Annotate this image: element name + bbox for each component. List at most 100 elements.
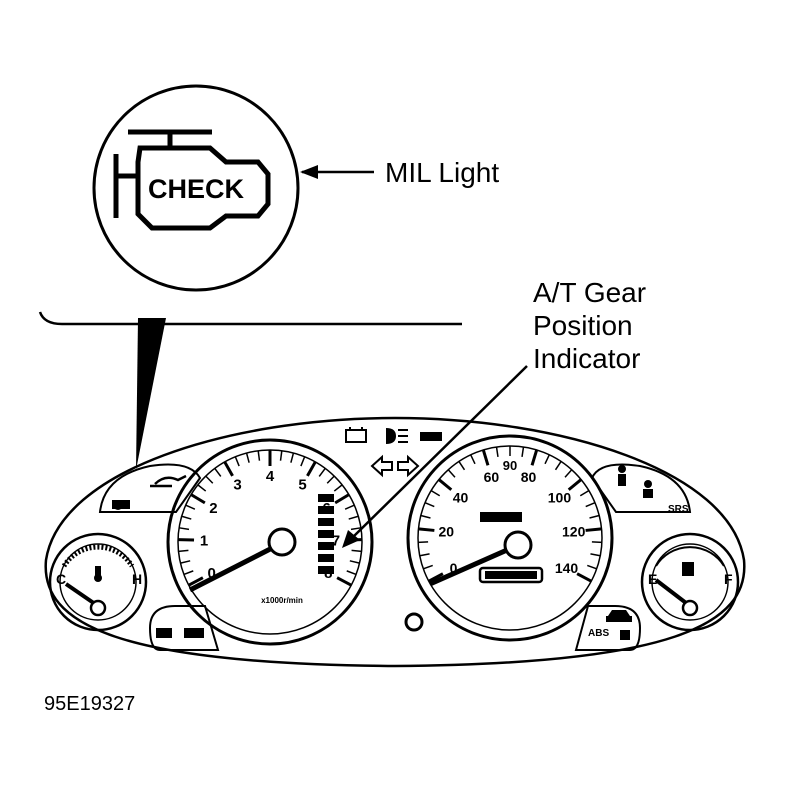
brake-warning-icon — [420, 432, 442, 441]
gauge-tick — [185, 504, 196, 510]
fuel-needle — [654, 578, 692, 608]
temp-high-label: H — [132, 571, 142, 587]
odometer-display — [478, 566, 544, 584]
fuel-low-label: E — [648, 571, 657, 587]
gauge-tick — [197, 484, 207, 492]
gauge-tick — [300, 456, 306, 467]
gauge-tick — [458, 461, 466, 471]
top-warning-panel — [345, 427, 442, 478]
headlight-icon — [386, 428, 408, 444]
thermometer-icon — [94, 566, 102, 582]
speed-top-label: 90 — [503, 458, 517, 473]
turn-left-icon — [370, 454, 393, 478]
gauge-tick-label: 0 — [208, 565, 216, 582]
gauge-tick — [430, 489, 441, 497]
temp-gauge: C H — [48, 532, 148, 632]
kmh-band — [480, 512, 522, 522]
seatbelt-icon — [618, 465, 626, 486]
at-gear-label-line2: Position — [533, 310, 633, 341]
at-gear-label-line3: Indicator — [533, 343, 640, 374]
mil-light-label: MIL Light — [385, 157, 499, 188]
gauge-tick — [344, 504, 355, 510]
gauge-tick-label: 4 — [266, 468, 275, 485]
gauge-tick-label: 1 — [200, 532, 208, 549]
figure-id: 95E19327 — [44, 693, 135, 715]
speed-tick-marks — [418, 446, 602, 583]
gauge-tick — [447, 469, 456, 478]
gauge-tick — [418, 527, 435, 532]
dashboard-line — [38, 311, 462, 326]
gauge-tick — [576, 572, 592, 583]
gauge-tick-label: 40 — [453, 489, 469, 505]
gauge-tick — [495, 446, 499, 457]
gauge-tick — [587, 564, 597, 570]
gauge-tick-label: 0 — [450, 560, 458, 576]
warning-icon-right — [184, 628, 204, 638]
gauge-tick — [181, 515, 192, 520]
fuel-gauge: E F — [640, 532, 740, 632]
battery-icon — [345, 427, 367, 443]
abs-indicator: ABS — [588, 628, 609, 639]
car-icon — [606, 610, 632, 622]
gauge-tick — [585, 501, 596, 508]
cluster: SRS ABS — [44, 416, 746, 668]
gauge-tick — [579, 489, 590, 497]
mil-magnifier: CHECK — [92, 84, 300, 292]
gauge-tick — [428, 572, 444, 583]
at-gear-callout: A/T Gear Position Indicator — [342, 277, 646, 548]
gauge-tick-label: 120 — [562, 524, 586, 540]
gauge-tick — [350, 527, 362, 531]
gauge-tick — [190, 493, 206, 505]
door-ajar-icon — [643, 480, 653, 498]
tach-unit-label: x1000r/min — [261, 596, 303, 605]
gauge-tick-label: 80 — [521, 469, 537, 485]
fuel-pump-gauge-icon — [682, 562, 694, 576]
fuel-high-label: F — [724, 571, 733, 587]
gauge-tick — [346, 570, 357, 576]
gauge-tick — [214, 467, 222, 477]
gauge-tick-label: 2 — [209, 500, 217, 517]
gauge-tick — [521, 446, 525, 457]
gauge-tick — [178, 549, 189, 553]
brake-icon — [620, 630, 630, 640]
speed-tick-labels: 0 20 40 60 80 100 120 140 — [439, 469, 586, 576]
at-gear-position-indicator — [318, 494, 334, 574]
gauge-tick — [333, 484, 343, 492]
gauge-tick — [351, 549, 362, 553]
temp-low-label: C — [56, 571, 66, 587]
gauge-tick — [470, 454, 476, 465]
gauge-tick — [567, 478, 583, 491]
speed-needle — [428, 543, 518, 587]
check-engine-label: CHECK — [148, 174, 245, 204]
gauge-tick — [223, 461, 234, 477]
gauge-tick — [349, 560, 360, 564]
mil-callout: MIL Light — [300, 157, 499, 188]
gauge-tick — [481, 449, 490, 466]
gauge-tick — [590, 553, 601, 557]
gauge-tick-label: 60 — [484, 469, 500, 485]
gauge-tick — [306, 461, 317, 477]
gauge-tick — [423, 564, 433, 570]
gauge-tick — [257, 450, 261, 461]
gauge-tick — [188, 576, 204, 587]
gauge-tick — [183, 570, 194, 576]
gauge-tick-label: 7 — [332, 532, 340, 549]
gauge-tick — [530, 449, 539, 466]
gauge-tick — [178, 527, 190, 531]
gauge-tick — [437, 478, 453, 491]
gauge-tick-label: 140 — [555, 560, 579, 576]
gauge-tick — [180, 560, 191, 564]
magnifier-pointer — [136, 318, 166, 470]
gauge-tick — [589, 514, 600, 519]
speedometer: 0 20 40 60 80 100 120 140 90 — [406, 434, 614, 642]
turn-right-icon — [397, 454, 420, 478]
gauge-tick-label: 20 — [439, 524, 455, 540]
gauge-tick — [424, 501, 435, 508]
gauge-tick — [564, 469, 573, 478]
at-gear-label-line1: A/T Gear — [533, 277, 646, 308]
gauge-tick — [205, 475, 214, 484]
tachometer: 012345678 x1000r/min — [166, 438, 374, 646]
gauge-tick-label: 100 — [548, 489, 572, 505]
gauge-tick — [234, 456, 240, 467]
